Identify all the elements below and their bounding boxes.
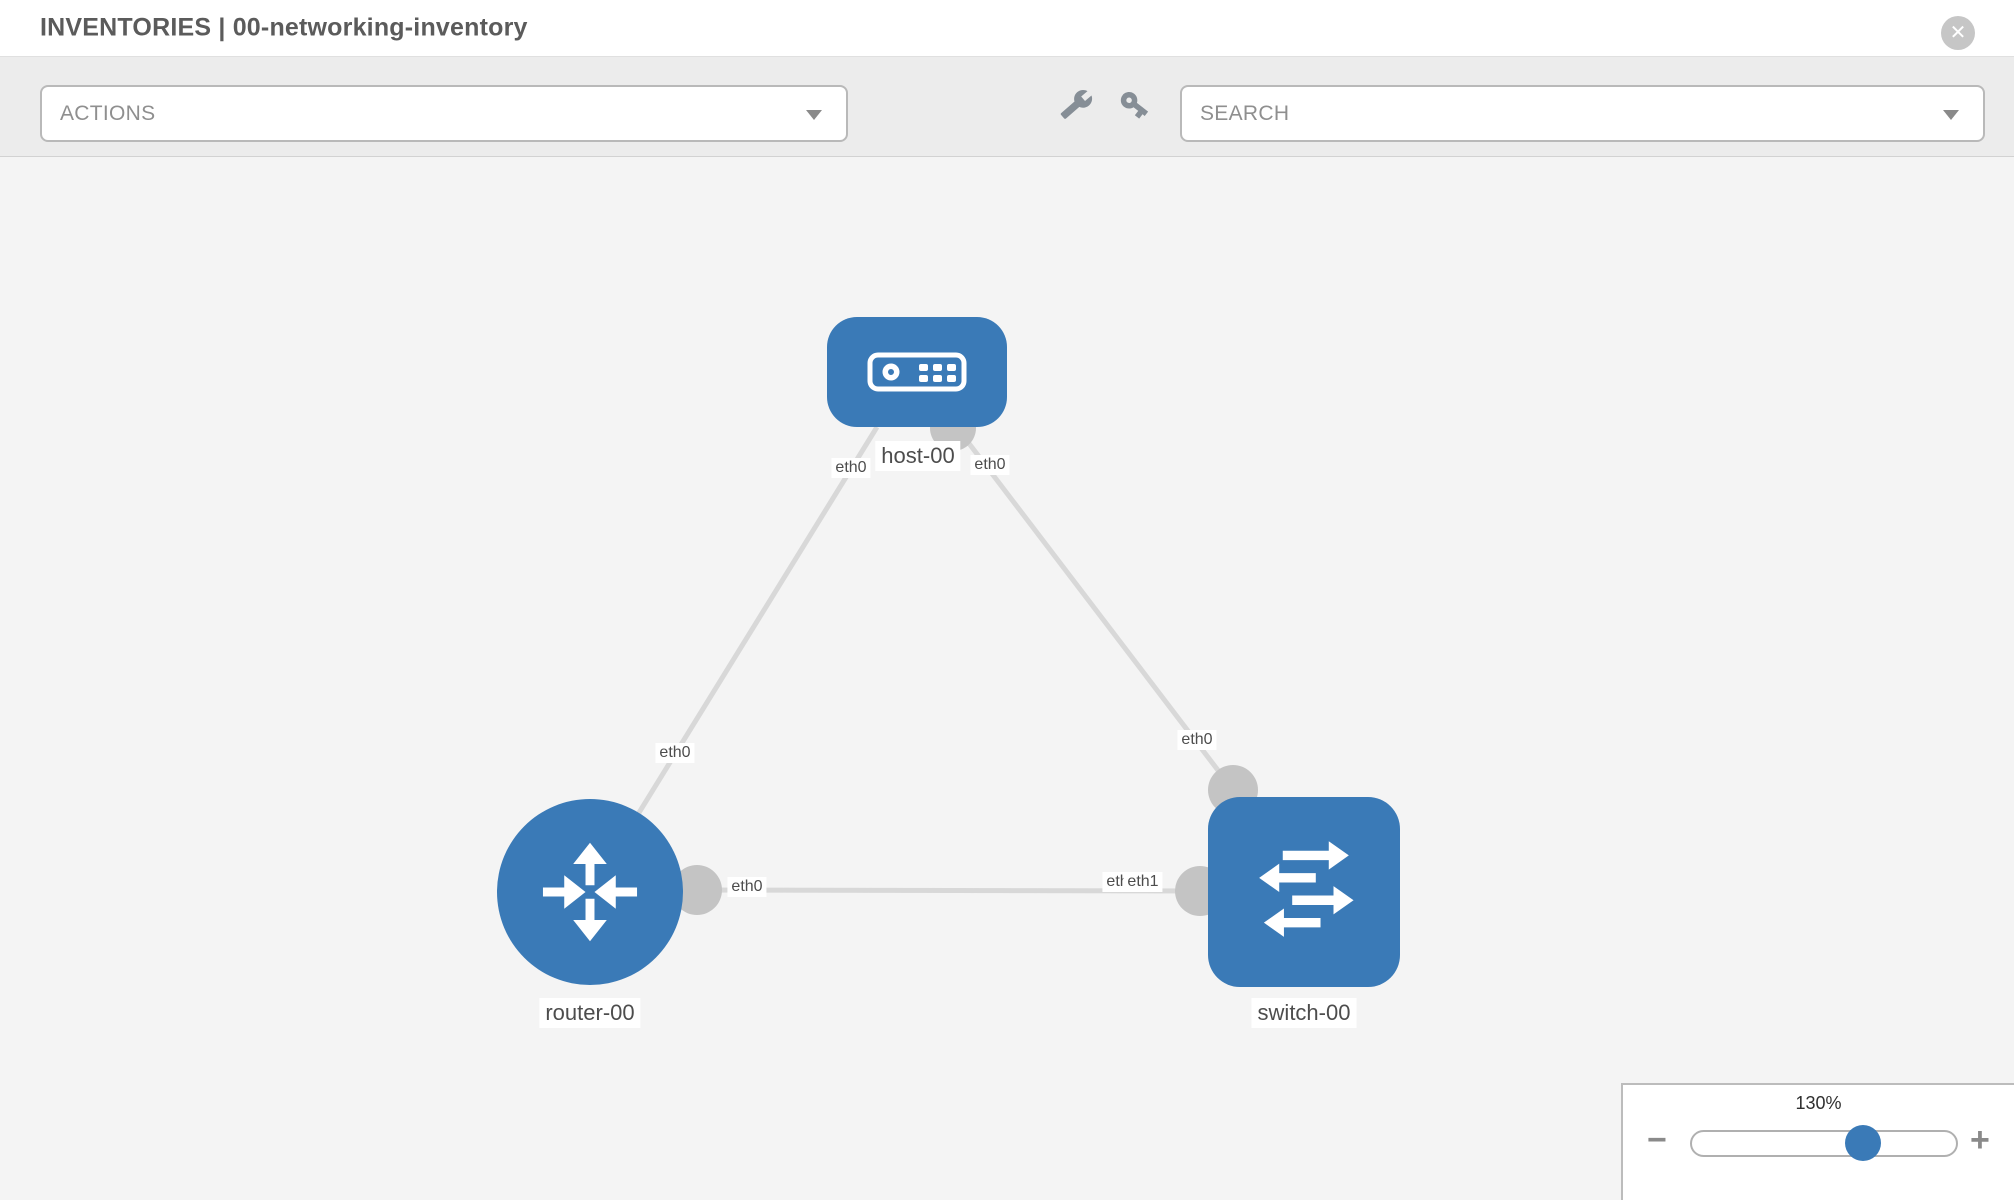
interface-label-host-router-link: eth0: [655, 743, 695, 763]
node-router-00[interactable]: [497, 799, 683, 985]
search-dropdown-label: SEARCH: [1200, 101, 1290, 125]
interface-label-router-right: eth0: [727, 877, 767, 897]
search-dropdown[interactable]: SEARCH: [1180, 85, 1985, 142]
link-host-switch: [956, 427, 1235, 792]
close-icon: ✕: [1949, 22, 1967, 44]
interface-label-switch-left-front: eth1: [1123, 872, 1163, 892]
router-icon: [542, 842, 638, 942]
node-host-00[interactable]: [827, 317, 1007, 427]
actions-dropdown[interactable]: ACTIONS: [40, 85, 848, 142]
key-button[interactable]: [1114, 84, 1154, 124]
zoom-out-button[interactable]: −: [1647, 1121, 1667, 1159]
node-label-switch: switch-00: [1251, 998, 1357, 1028]
node-label-host: host-00: [875, 441, 961, 471]
header-bar: INVENTORIES | 00-networking-inventory ✕: [0, 0, 2014, 57]
node-label-router: router-00: [539, 998, 641, 1028]
zoom-slider-track[interactable]: [1690, 1130, 1958, 1157]
zoom-level-text: 130%: [1795, 1093, 1842, 1113]
zoom-panel: 130% − +: [1621, 1083, 2014, 1200]
chevron-down-icon: [1943, 109, 1959, 120]
links-layer: [587, 405, 1258, 916]
interface-dot-router: [672, 865, 722, 915]
topology-canvas[interactable]: host-00 router-00 switch-00 eth0 eth0 et…: [0, 157, 2014, 1200]
toolbar: ACTIONS SEARCH: [0, 57, 2014, 157]
zoom-in-button[interactable]: +: [1970, 1121, 1990, 1159]
tools-button[interactable]: [1056, 84, 1096, 124]
key-icon: [1120, 91, 1148, 119]
switch-icon: [1259, 841, 1354, 937]
host-icon: [867, 352, 967, 392]
actions-dropdown-label: ACTIONS: [60, 101, 156, 125]
page-title: INVENTORIES | 00-networking-inventory: [40, 13, 528, 42]
interface-label-switch-top: eth0: [1177, 730, 1217, 750]
wrench-icon: [1060, 89, 1092, 119]
chevron-down-icon: [806, 109, 822, 120]
interface-label-host-right: eth0: [970, 455, 1010, 475]
close-button[interactable]: ✕: [1941, 16, 1975, 50]
zoom-slider-thumb[interactable]: [1845, 1125, 1881, 1161]
node-switch-00[interactable]: [1208, 797, 1400, 987]
interface-label-host-left: eth0: [831, 458, 871, 478]
